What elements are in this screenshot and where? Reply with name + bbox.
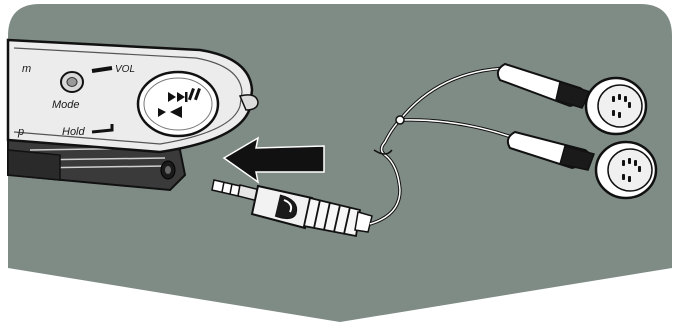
vol-slider: [91, 66, 113, 73]
lanyard-clip: [238, 94, 259, 111]
cable-twist: [373, 149, 393, 155]
play-skip-icons: [158, 88, 201, 118]
insert-direction-arrow: [222, 136, 325, 184]
hold-label: Hold: [62, 126, 86, 138]
mp3-player: Mode VOL Hold m p: [6, 38, 259, 192]
headphone-plug: [211, 179, 373, 238]
hold-switch: [91, 124, 114, 134]
edge-letter-bottom: p: [17, 126, 24, 138]
mode-label: Mode: [52, 99, 80, 111]
earbud-upper: [496, 62, 648, 136]
vol-label: VOL: [115, 64, 135, 75]
earbud-lower: [506, 130, 658, 200]
edge-letter-top: m: [22, 63, 31, 75]
cable-splitter: [395, 115, 405, 125]
jog-dial: [136, 70, 220, 138]
